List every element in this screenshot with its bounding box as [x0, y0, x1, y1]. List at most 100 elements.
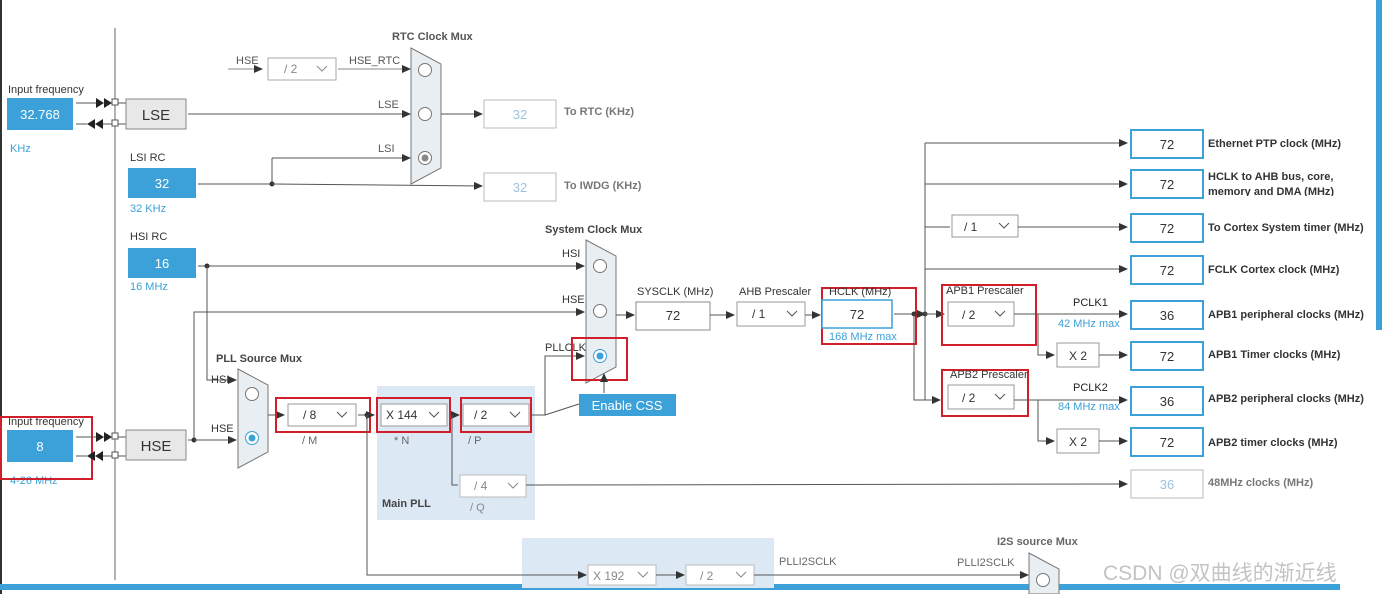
- apb2-peripheral-clock-value: 36: [1160, 394, 1174, 409]
- lse-input-frequency-field[interactable]: [7, 98, 73, 130]
- clock-48mhz-label: 48MHz clocks (MHz): [1208, 477, 1313, 489]
- pll-m-label: / M: [302, 435, 317, 447]
- hclk-ahb-field[interactable]: [1130, 169, 1204, 199]
- apb2-peripheral-clock-field[interactable]: [1130, 386, 1204, 416]
- apb2-prescaler-title: APB2 Prescaler: [950, 369, 1028, 381]
- rtc-hse-divider-select[interactable]: [267, 57, 337, 81]
- hsi-value: 16: [155, 256, 169, 271]
- apb2-peripheral-clock-label: APB2 peripheral clocks (MHz): [1208, 393, 1364, 405]
- pll-n-select[interactable]: [380, 403, 448, 427]
- pll-source-hsi-label: HSI: [211, 374, 229, 386]
- sysclk-title: SYSCLK (MHz): [637, 286, 713, 298]
- rtc-mux-lse-radio[interactable]: [418, 107, 432, 121]
- lse-osc-out-arrows: [96, 98, 112, 108]
- lse-block[interactable]: [125, 98, 187, 130]
- pll-q-label: / Q: [470, 502, 485, 514]
- pclk2-label: PCLK2: [1073, 382, 1108, 394]
- rtc-hse-divider-value: / 2: [284, 62, 298, 76]
- hse-osc-out-arrows: [96, 432, 112, 442]
- i2s-source-mux-title: I2S source Mux: [997, 536, 1079, 548]
- rtc-lsi-label: LSI: [378, 143, 395, 155]
- rtc-output-value: 32: [513, 107, 527, 122]
- ethernet-ptp-clock-field[interactable]: [1130, 129, 1204, 159]
- plli2s-r-value: / 2: [700, 569, 714, 583]
- pll-n-label: * N: [394, 435, 409, 447]
- apb1-prescaler-value: / 2: [962, 308, 976, 322]
- enable-css-label: Enable CSS: [592, 398, 663, 413]
- rtc-lse-label: LSE: [378, 99, 399, 111]
- hclk-ahb-label-line2: memory and DMA (MHz): [1208, 186, 1334, 198]
- hse-block-label: HSE: [141, 438, 172, 455]
- hse-input-frequency-field[interactable]: [7, 430, 73, 462]
- plli2sclk-label: PLLI2SCLK: [779, 556, 837, 568]
- hse-input-frequency-label: Input frequency: [8, 416, 84, 428]
- sysmux-hsi-radio[interactable]: [593, 259, 607, 273]
- rtc-mux-hse-radio[interactable]: [418, 63, 432, 77]
- hclk-ahb-label: HCLK to AHB bus, core,: [1208, 171, 1334, 183]
- fclk-cortex-field[interactable]: [1130, 255, 1204, 285]
- pclk2-max-label: 84 MHz max: [1058, 401, 1120, 413]
- hclk-field[interactable]: [821, 299, 893, 329]
- apb1-peripheral-clock-field[interactable]: [1130, 300, 1204, 330]
- pll-source-mux-title: PLL Source Mux: [216, 353, 303, 365]
- ahb-prescaler-value: / 1: [752, 307, 766, 321]
- i2s-mux-plli2sclk-radio[interactable]: [1036, 573, 1050, 587]
- hse-osc-in-arrows: [87, 451, 103, 461]
- plli2s-n-value: X 192: [593, 569, 625, 583]
- sysclk-field[interactable]: [635, 301, 711, 331]
- hclk-title: HCLK (MHz): [829, 286, 891, 298]
- apb1-prescaler-select[interactable]: [947, 301, 1015, 327]
- apb2-timer-clock-label: APB2 timer clocks (MHz): [1208, 437, 1338, 449]
- hsi-unit: 16 MHz: [130, 281, 168, 293]
- pll-q-select[interactable]: [459, 474, 527, 498]
- hse-input-frequency-value: 8: [36, 439, 43, 454]
- apb2-timer-multiplier-value: X 2: [1069, 435, 1087, 449]
- plli2sclk-mux-input-label: PLLI2SCLK: [957, 557, 1015, 569]
- pclk1-label: PCLK1: [1073, 297, 1108, 309]
- hclk-value: 72: [850, 307, 864, 322]
- apb1-timer-clock-value: 72: [1160, 349, 1174, 364]
- rtc-hse-label: HSE: [236, 55, 259, 67]
- enable-css-button[interactable]: [579, 394, 676, 416]
- pll-source-hsi-radio[interactable]: [245, 387, 259, 401]
- cortex-timer-divider-select[interactable]: [951, 214, 1019, 238]
- plli2s-r-select[interactable]: [685, 564, 755, 586]
- pllclk-highlight: [571, 337, 628, 381]
- apb1-prescaler-title: APB1 Prescaler: [946, 285, 1024, 297]
- cortex-divider-chevron-down-icon: [998, 222, 1010, 229]
- apb1-timer-clock-field[interactable]: [1130, 341, 1204, 371]
- apb2-timer-clock-field[interactable]: [1130, 427, 1204, 457]
- lsi-value: 32: [155, 176, 169, 191]
- clock-48mhz-value: 36: [1160, 477, 1174, 492]
- hse-rtc-label: HSE_RTC: [349, 55, 400, 67]
- vertical-scrollbar[interactable]: [1376, 0, 1382, 330]
- apb1-chevron-down-icon: [994, 310, 1006, 317]
- pll-p-value: / 2: [474, 408, 488, 422]
- apb2-prescaler-select[interactable]: [947, 384, 1015, 410]
- sysclk-value: 72: [666, 308, 680, 323]
- pll-p-select[interactable]: [462, 403, 530, 427]
- cortex-system-timer-field[interactable]: [1130, 213, 1204, 243]
- pll-n-chevron-down-icon: [428, 411, 440, 418]
- sysmux-hse-radio[interactable]: [593, 304, 607, 318]
- apb1-peripheral-clock-label: APB1 peripheral clocks (MHz): [1208, 309, 1364, 321]
- pll-source-hse-label: HSE: [211, 423, 234, 435]
- hse-range-label: 4-26 MHz: [10, 475, 58, 487]
- pclk1-max-label: 42 MHz max: [1058, 318, 1120, 330]
- main-pll-label: Main PLL: [382, 498, 431, 510]
- fclk-cortex-value: 72: [1160, 263, 1174, 278]
- cortex-system-timer-value: 72: [1160, 221, 1174, 236]
- rtc-divider-chevron-down-icon: [316, 65, 328, 72]
- pll-m-select[interactable]: [287, 403, 357, 427]
- rtc-output-label: To RTC (KHz): [564, 106, 634, 118]
- lse-osc-in-arrows: [87, 119, 103, 129]
- hse-block[interactable]: [125, 429, 187, 461]
- apb1-timer-clock-label: APB1 Timer clocks (MHz): [1208, 349, 1341, 361]
- lse-input-frequency-value: 32.768: [20, 107, 60, 122]
- apb1-timer-multiplier-value: X 2: [1069, 349, 1087, 363]
- pll-source-mux: [237, 368, 269, 469]
- ahb-prescaler-select[interactable]: [736, 301, 806, 327]
- apb2-highlight: [941, 369, 1029, 417]
- apb1-timer-multiplier: [1056, 342, 1100, 368]
